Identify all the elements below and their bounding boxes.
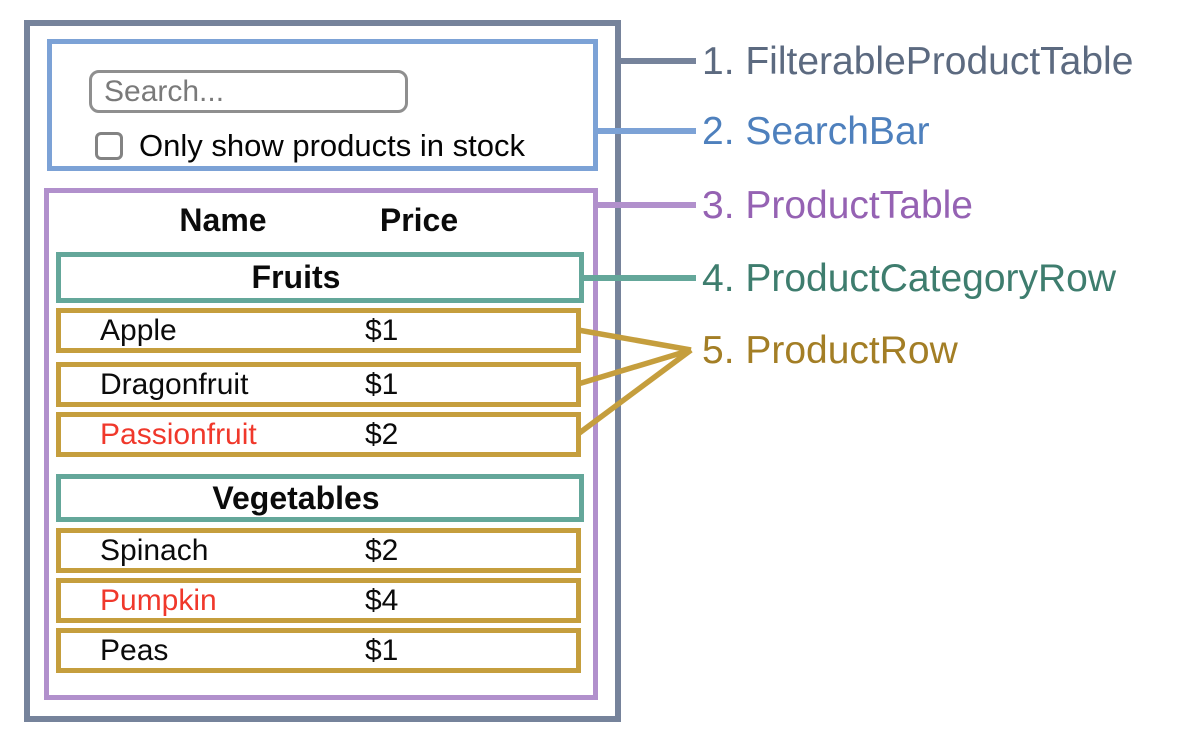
- legend-search-bar: 2. SearchBar: [702, 110, 930, 153]
- category-label: Fruits: [251, 259, 341, 295]
- legend-product-table: 3. ProductTable: [702, 184, 974, 227]
- search-bar-box: [47, 39, 598, 171]
- category-row-vegetables: Vegetables: [56, 474, 584, 522]
- legend-product-row: 5. ProductRow: [702, 329, 958, 372]
- product-row-pumpkin: Pumpkin $4: [56, 578, 581, 623]
- product-price: $1: [365, 313, 399, 347]
- product-name: Spinach: [100, 533, 209, 567]
- in-stock-checkbox[interactable]: [95, 132, 123, 160]
- price-column-header: Price: [379, 202, 459, 238]
- product-row-apple: Apple $1: [56, 308, 581, 353]
- product-row-spinach: Spinach $2: [56, 528, 581, 573]
- product-name: Dragonfruit: [100, 367, 249, 401]
- product-price: $4: [365, 583, 399, 617]
- legend-filterable-product-table: 1. FilterableProductTable: [702, 40, 1134, 83]
- product-row-passionfruit: Passionfruit $2: [56, 412, 581, 457]
- product-name: Passionfruit: [100, 417, 257, 451]
- product-price: $1: [365, 633, 399, 667]
- legend-product-category-row: 4. ProductCategoryRow: [702, 257, 1117, 300]
- product-row-peas: Peas $1: [56, 628, 581, 673]
- search-input[interactable]: [89, 70, 408, 113]
- category-row-fruits: Fruits: [56, 252, 584, 303]
- product-price: $2: [365, 417, 399, 451]
- product-name: Apple: [100, 313, 177, 347]
- product-row-dragonfruit: Dragonfruit $1: [56, 362, 581, 407]
- product-price: $2: [365, 533, 399, 567]
- name-column-header: Name: [179, 202, 267, 238]
- in-stock-checkbox-label: Only show products in stock: [139, 128, 525, 163]
- product-price: $1: [365, 367, 399, 401]
- category-label: Vegetables: [212, 479, 380, 516]
- product-table-box: [44, 188, 598, 700]
- product-name: Peas: [100, 633, 169, 667]
- product-name: Pumpkin: [100, 583, 217, 617]
